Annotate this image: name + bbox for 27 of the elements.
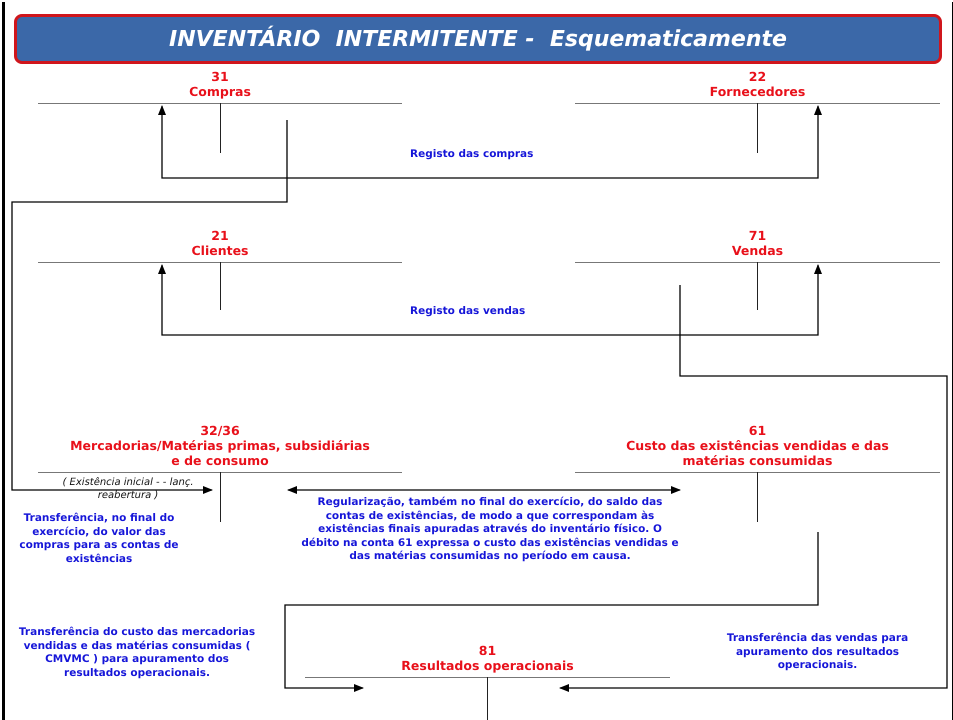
account-name: Compras <box>189 84 251 99</box>
arrow <box>11 120 288 494</box>
account-number: 61 <box>748 423 766 438</box>
annotation-text: Regularização, também no final do exercício, do saldo das contas de existências, de modo a que correspondam às existências finais apuradas através do inventário físico. O débito na conta 61 expressa o custo das existências vendidas e das matérias consumidas no período em causa. <box>300 496 680 564</box>
annotation-text: Transferência das vendas para apuramento dos resultados operacionais. <box>726 632 910 672</box>
account-number: 31 <box>211 69 229 84</box>
account-note: ( Existência inicial - - lanç. reabertura ) <box>61 476 195 502</box>
arrow <box>287 486 681 494</box>
account-name: Vendas <box>732 243 784 258</box>
account-number: 21 <box>211 228 229 243</box>
account-number: 22 <box>748 69 766 84</box>
account-name: Resultados operacionais <box>401 658 574 673</box>
account-number: 71 <box>748 228 766 243</box>
annotation-text: Transferência do custo das mercadorias vendidas e das matérias consumidas ( CMVMC ) para apuramento dos resultados operacionais. <box>18 626 256 680</box>
arrow <box>158 264 822 336</box>
account-number: 32/36 <box>200 423 240 438</box>
edge-label: Registo das compras <box>410 148 534 162</box>
arrow <box>559 285 948 692</box>
account-name: Custo das existências vendidas e das matérias consumidas <box>625 438 890 468</box>
title-banner: INVENTÁRIO INTERMITENTE - Esquematicamente <box>14 14 942 64</box>
account-name: Mercadorias/Matérias primas, subsidiárias e de consumo <box>70 438 370 468</box>
edge-label: Registo das vendas <box>410 305 526 318</box>
account-name: Fornecedores <box>710 84 806 99</box>
account-name: Clientes <box>191 243 248 258</box>
arrow <box>158 105 822 179</box>
account-number: 81 <box>478 643 496 658</box>
arrow <box>284 532 819 692</box>
